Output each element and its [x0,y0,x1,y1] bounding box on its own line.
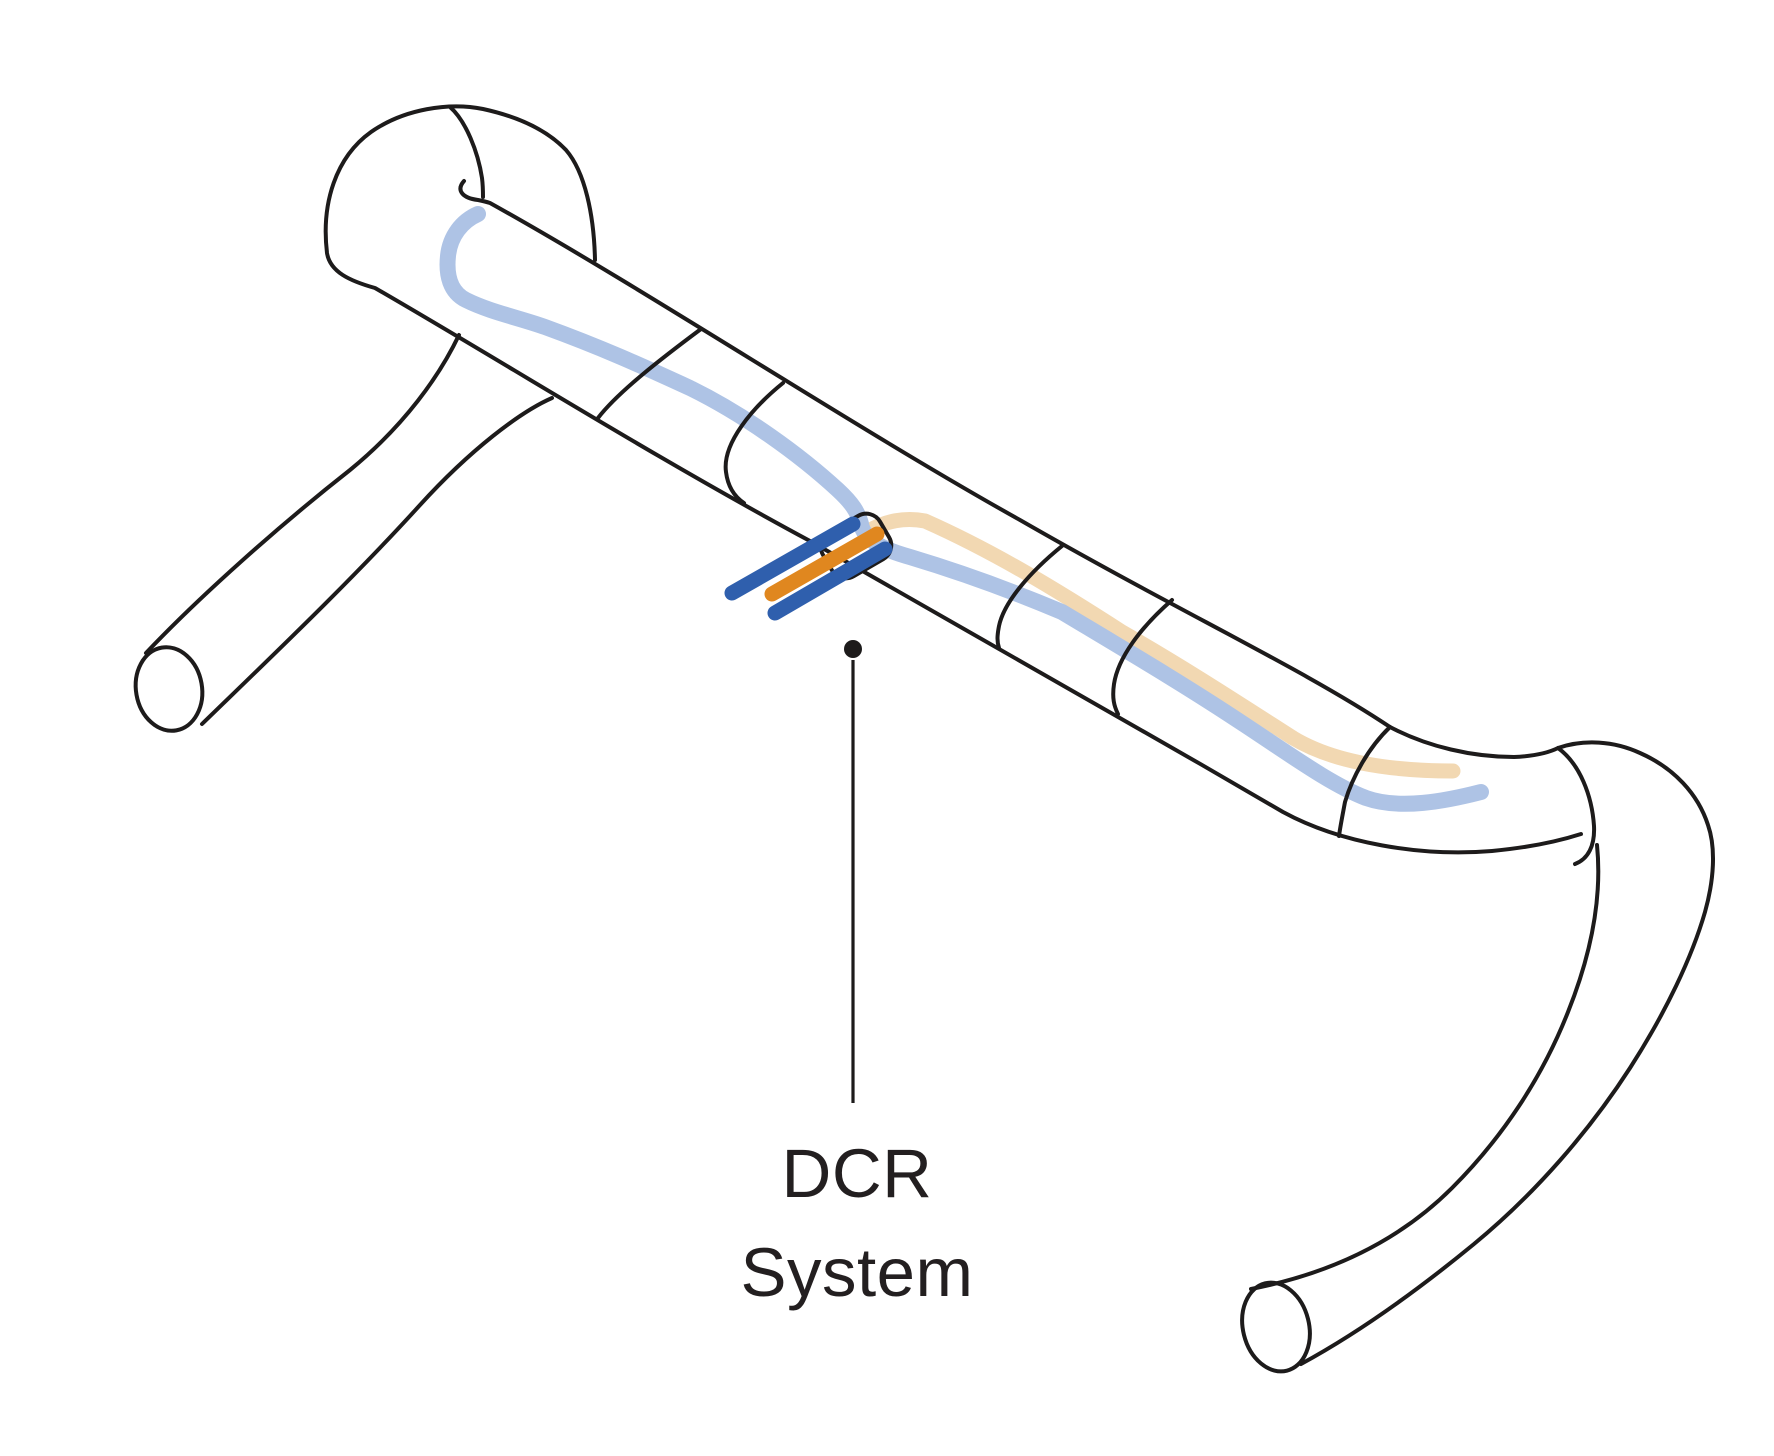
right-hood-cap-edge [1556,746,1597,866]
bar-upper-silhouette [458,179,1715,1366]
label-line-2: System [740,1234,974,1311]
right-drop-end-cap [1240,1280,1312,1374]
label-line-1: DCR [781,1135,933,1212]
left-drop-upper-edge [144,333,461,655]
section-arc-4 [1111,598,1174,716]
section-arc-1 [596,327,703,420]
internal-cables [439,206,1489,812]
exit-cable-orange [764,526,885,602]
section-arc-bar-end [1337,725,1392,838]
exit-cable-blue-upper [724,516,861,601]
left-drop-end-cap [133,645,205,733]
left-horn-inner-arc [448,105,485,199]
right-drop-inner-edge [1249,843,1601,1291]
exit-cables [724,516,893,621]
handlebar-outline [133,104,1715,1374]
callout-leader [844,640,862,1103]
blue-routed-cable [439,206,1489,812]
section-arc-2 [723,381,785,505]
tan-routed-cable [861,511,1461,779]
bar-lower-silhouette [323,104,1583,855]
exit-cable-blue-lower [767,541,893,621]
leader-dot [844,640,862,658]
section-arc-3 [995,544,1064,650]
left-drop-lower-edge [200,396,554,726]
dcr-system-label: DCR System [607,1124,1107,1322]
